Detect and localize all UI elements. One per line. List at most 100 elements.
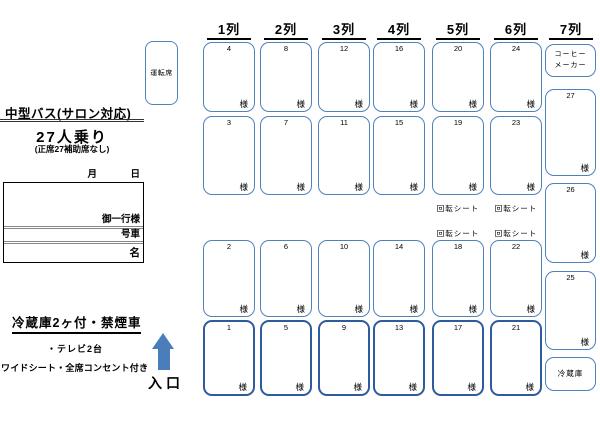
driver-seat-label: 運転席 [150,70,173,77]
seat-number: 24 [511,44,521,53]
guest-suffix: 様 [295,381,304,392]
seat-16: 16 様 [373,42,425,112]
guest-suffix: 様 [408,381,417,392]
guest-suffix: 様 [239,98,248,109]
guest-suffix: 様 [525,381,534,392]
guest-suffix: 様 [468,181,477,192]
title-divider [0,119,144,122]
name-label: 名 [129,247,141,259]
seat-24: 24 様 [490,42,542,112]
seat-number: 3 [226,118,232,127]
seat-number: 18 [453,242,463,251]
seat-18: 18 様 [432,240,484,317]
column-header-7: 7列 [549,22,593,40]
guest-suffix: 様 [409,98,418,109]
party-info-table: 御一行様 号車 名 [3,182,144,263]
seat-number: 10 [339,242,349,251]
seat-number: 27 [566,91,575,100]
coffee-maker-label: コーヒーメーカー [554,51,587,69]
guest-suffix: 様 [409,181,418,192]
month-label: 月 [87,169,97,180]
column-header-3: 3列 [322,22,366,40]
guest-suffix: 様 [296,303,305,314]
column-header-5: 5列 [436,22,480,40]
guest-suffix: 様 [526,303,535,314]
seat-number: 16 [394,44,404,53]
seat-25: 25 様 [545,271,596,350]
entrance-arrow-icon [152,333,174,349]
coffee-maker-box: コーヒーメーカー [545,44,596,77]
column-header-4: 4列 [377,22,421,40]
seat-number: 9 [341,323,347,332]
driver-seat-box: 運転席 [145,41,178,105]
column-header-6: 6列 [494,22,538,40]
guest-suffix: 様 [468,303,477,314]
seat-number: 5 [283,323,289,332]
seat-13: 13 様 [373,320,425,396]
guest-suffix: 様 [239,181,248,192]
rotating-seat-label: 回転シート [436,204,480,213]
seat-10: 10 様 [318,240,370,317]
seat-number: 12 [339,44,349,53]
seat-number: 1 [226,323,232,332]
capacity-note: (正席27補助席なし) [34,144,110,154]
guest-suffix: 様 [580,249,589,260]
seat-23: 23 様 [490,116,542,195]
guest-suffix: 様 [580,336,589,347]
fridge-box: 冷蔵庫 [545,357,596,391]
seat-26: 26 様 [545,183,596,263]
date-labels: 月 日 [3,168,144,180]
seat-number: 13 [394,323,404,332]
name-row: 名 [4,241,143,262]
party-name-row: 御一行様 [4,183,143,226]
guest-suffix: 様 [526,98,535,109]
bus-type-title: 中型バス(サロン対応) [5,107,132,121]
guest-suffix: 様 [409,303,418,314]
guest-suffix: 様 [296,181,305,192]
guest-suffix: 様 [354,98,363,109]
seat-number: 25 [566,273,575,282]
entrance-label: 入口 [148,375,184,391]
guest-suffix: 様 [526,181,535,192]
guest-suffix: 様 [354,303,363,314]
guest-suffix: 様 [353,381,362,392]
seat-21: 21 様 [490,320,542,396]
feature-tv: ・テレビ2台 [46,344,103,354]
party-label: 御一行様 [101,214,140,225]
seat-12: 12 様 [318,42,370,112]
guest-suffix: 様 [239,303,248,314]
seat-number: 21 [511,323,521,332]
capacity-title: 27人乗り [36,129,108,146]
seat-number: 26 [566,185,575,194]
rotating-seat-label: 回転シート [494,229,538,238]
entrance-arrow-stem [158,348,170,370]
column-header-2: 2列 [264,22,308,40]
guest-suffix: 様 [354,181,363,192]
seat-number: 8 [283,44,289,53]
bus-number-row: 号車 [4,226,143,241]
features-title: 冷蔵庫2ヶ付・禁煙車 [12,312,142,334]
guest-suffix: 様 [296,98,305,109]
seat-number: 23 [511,118,521,127]
rotating-seat-label: 回転シート [436,229,480,238]
seat-number: 4 [226,44,232,53]
guest-suffix: 様 [467,381,476,392]
feature-seats: ワイドシート・全席コンセント付き [1,363,149,373]
seat-number: 7 [283,118,289,127]
seat-27: 27 様 [545,89,596,176]
seat-number: 2 [226,242,232,251]
bus-number-label: 号車 [120,229,140,240]
